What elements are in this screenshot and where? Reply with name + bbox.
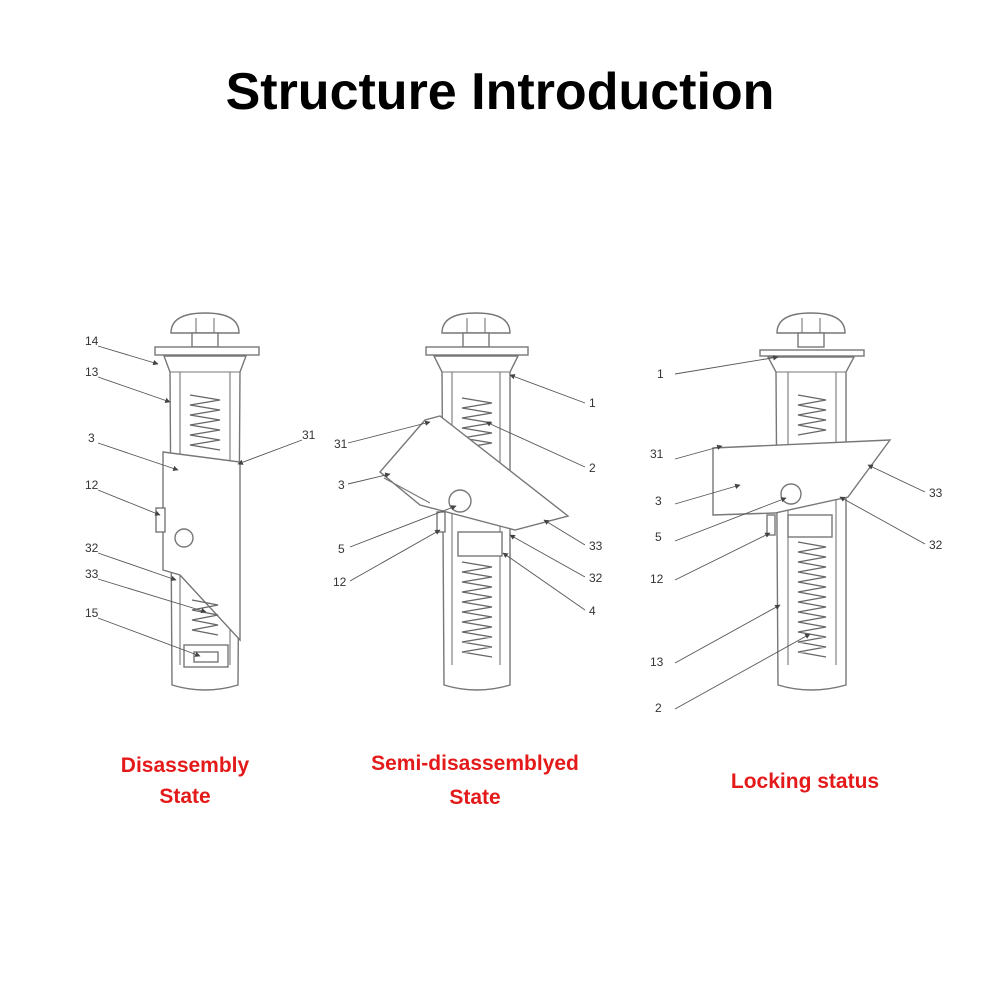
block-4-2 <box>457 531 503 557</box>
callout-32: 32 <box>929 538 943 552</box>
pin-12-1 <box>155 507 166 533</box>
callout-33: 33 <box>85 567 99 581</box>
caption-line: State <box>159 785 211 808</box>
callout-5: 5 <box>338 542 345 556</box>
hinge-pin-3 <box>780 483 802 505</box>
lever-3 <box>712 439 892 516</box>
callout-13: 13 <box>85 365 99 379</box>
screw-head-1 <box>170 312 240 334</box>
callout-31: 31 <box>302 428 316 442</box>
callout-3: 3 <box>338 478 345 492</box>
hinge-pin-2 <box>448 489 472 513</box>
callout-32: 32 <box>589 571 603 585</box>
caption-line: State <box>449 786 501 809</box>
page-title: Structure Introduction <box>225 63 775 121</box>
washer-1 <box>154 346 260 356</box>
caption-locking: Locking status <box>700 766 910 797</box>
callout-13: 13 <box>650 655 664 669</box>
assembly-semi-disassembled: 31 3 5 12 1 2 33 32 4 <box>333 312 603 691</box>
callout-3: 3 <box>655 494 662 508</box>
caption-line: Disassembly <box>120 754 250 777</box>
callout-33: 33 <box>929 486 943 500</box>
callout-3: 3 <box>88 431 95 445</box>
pin-12-2 <box>436 511 446 533</box>
callout-5: 5 <box>655 530 662 544</box>
callout-15: 15 <box>85 606 99 620</box>
caption-semi-disassembled: Semi-disassemblyed State <box>340 748 610 813</box>
caption-disassembly: Disassembly State <box>85 750 285 812</box>
pin-12-3 <box>766 514 776 536</box>
callout-2: 2 <box>589 461 596 475</box>
callout-31: 31 <box>650 447 664 461</box>
callout-31: 31 <box>334 437 348 451</box>
callout-12: 12 <box>333 575 347 589</box>
screw-head-2 <box>441 312 511 334</box>
callout-4: 4 <box>589 604 596 618</box>
callout-1: 1 <box>589 396 596 410</box>
callout-32: 32 <box>85 541 99 555</box>
callout-14: 14 <box>85 334 99 348</box>
callout-12: 12 <box>650 572 664 586</box>
washer-2 <box>425 346 529 356</box>
caption-line: Locking status <box>730 770 880 793</box>
screw-head-3 <box>776 312 846 334</box>
callout-12: 12 <box>85 478 99 492</box>
assembly-disassembly: 14 13 3 12 32 33 15 31 <box>85 312 316 691</box>
washer-3 <box>759 349 865 357</box>
assembly-locking: 1 31 3 5 12 13 2 33 32 <box>650 312 943 715</box>
caption-line: Semi-disassemblyed <box>371 752 579 775</box>
callout-2: 2 <box>655 701 662 715</box>
callout-33: 33 <box>589 539 603 553</box>
block-3 <box>787 514 833 538</box>
hinge-pin-1 <box>174 528 194 548</box>
spring-1a <box>189 394 221 451</box>
callout-1: 1 <box>657 367 664 381</box>
lever-1 <box>162 451 241 642</box>
